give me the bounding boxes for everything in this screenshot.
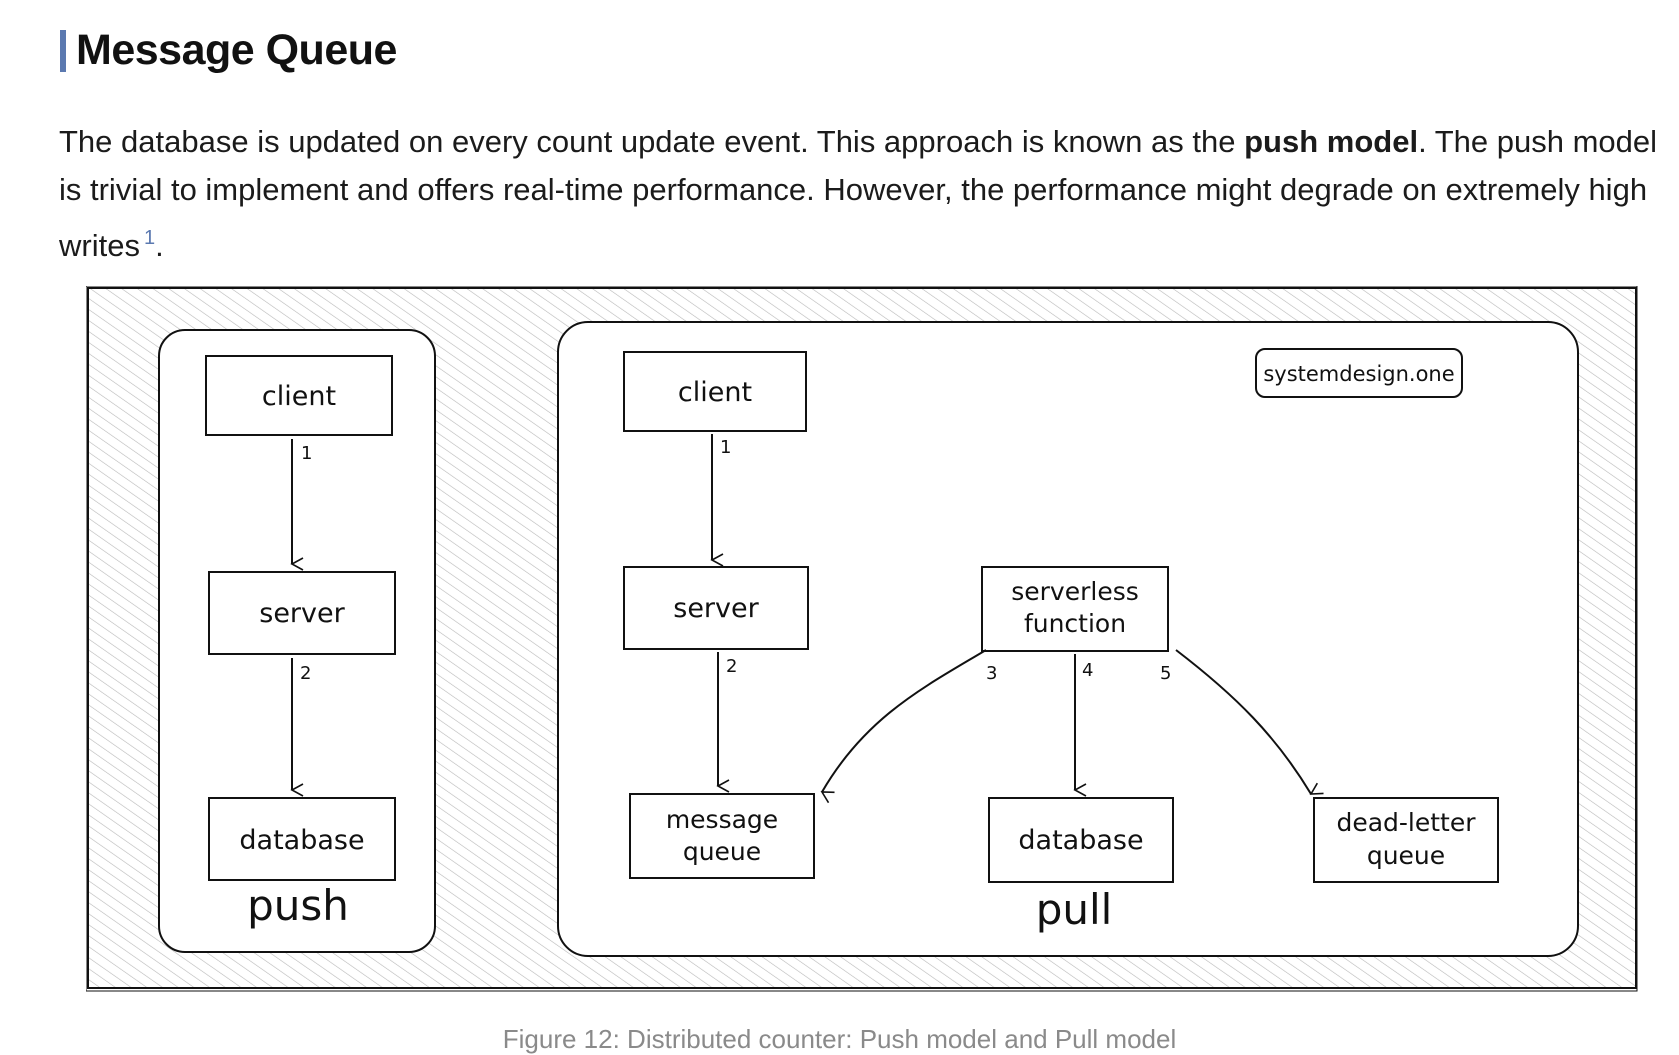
architecture-diagram: systemdesign.one client server database … [85,285,1638,997]
pull-edge-4-label: 4 [1082,660,1093,681]
message-queue-node: message queue [629,793,815,879]
page-title: Message Queue [76,26,397,74]
serverless-function-label-line1: serverless [1011,577,1139,606]
figure-caption: Figure 12: Distributed counter: Push mod… [502,1024,1177,1054]
message-queue-label-line1: message [666,805,778,834]
paragraph-text-before: The database is updated on every count u… [59,124,1245,159]
diagram-canvas: systemdesign.one client server database … [85,285,1638,992]
section-heading: Message Queue [60,26,397,75]
pull-server-node: server [623,566,809,650]
push-label: push [247,881,349,930]
pull-edge-2-label: 2 [726,656,737,677]
watermark-box [1255,348,1463,398]
footnote-link[interactable]: 1 [143,227,156,249]
message-queue-label-line2: queue [683,837,761,866]
pull-database-label: database [1018,825,1143,856]
pull-server-label: server [673,593,759,624]
pull-client-node: client [623,351,807,432]
push-database-node: database [208,797,396,881]
push-server-label: server [259,598,345,629]
pull-arrow-5 [1175,649,1324,795]
push-edge-2-label: 2 [300,663,311,684]
pull-edge-3-label: 3 [986,663,997,684]
dead-letter-queue-node: dead-letter queue [1313,797,1499,883]
dead-letter-queue-label-line1: dead-letter [1336,808,1476,837]
pull-client-label: client [678,377,752,408]
paragraph-end: . [155,228,164,263]
push-client-label: client [262,381,336,412]
pull-edge-5-label: 5 [1160,663,1171,684]
bold-term: push model [1244,124,1419,159]
heading-accent-bar [60,29,66,72]
push-database-label: database [239,825,364,856]
push-edge-1-label: 1 [301,443,312,464]
pull-database-node: database [988,797,1174,883]
serverless-function-label-line2: function [1024,609,1126,638]
dead-letter-queue-label-line2: queue [1367,841,1445,870]
paragraph-text-after: . The push model is trivial to implement… [59,124,1658,263]
serverless-function-node: serverless function [981,566,1169,652]
pull-edge-1-label: 1 [720,437,731,458]
pull-arrow-3 [820,649,987,804]
watermark-text: systemdesign.one [1263,362,1454,386]
body-paragraph: The database is updated on every count u… [59,118,1659,270]
push-server-node: server [208,571,396,655]
push-client-node: client [205,355,393,436]
pull-label: pull [1036,885,1113,934]
